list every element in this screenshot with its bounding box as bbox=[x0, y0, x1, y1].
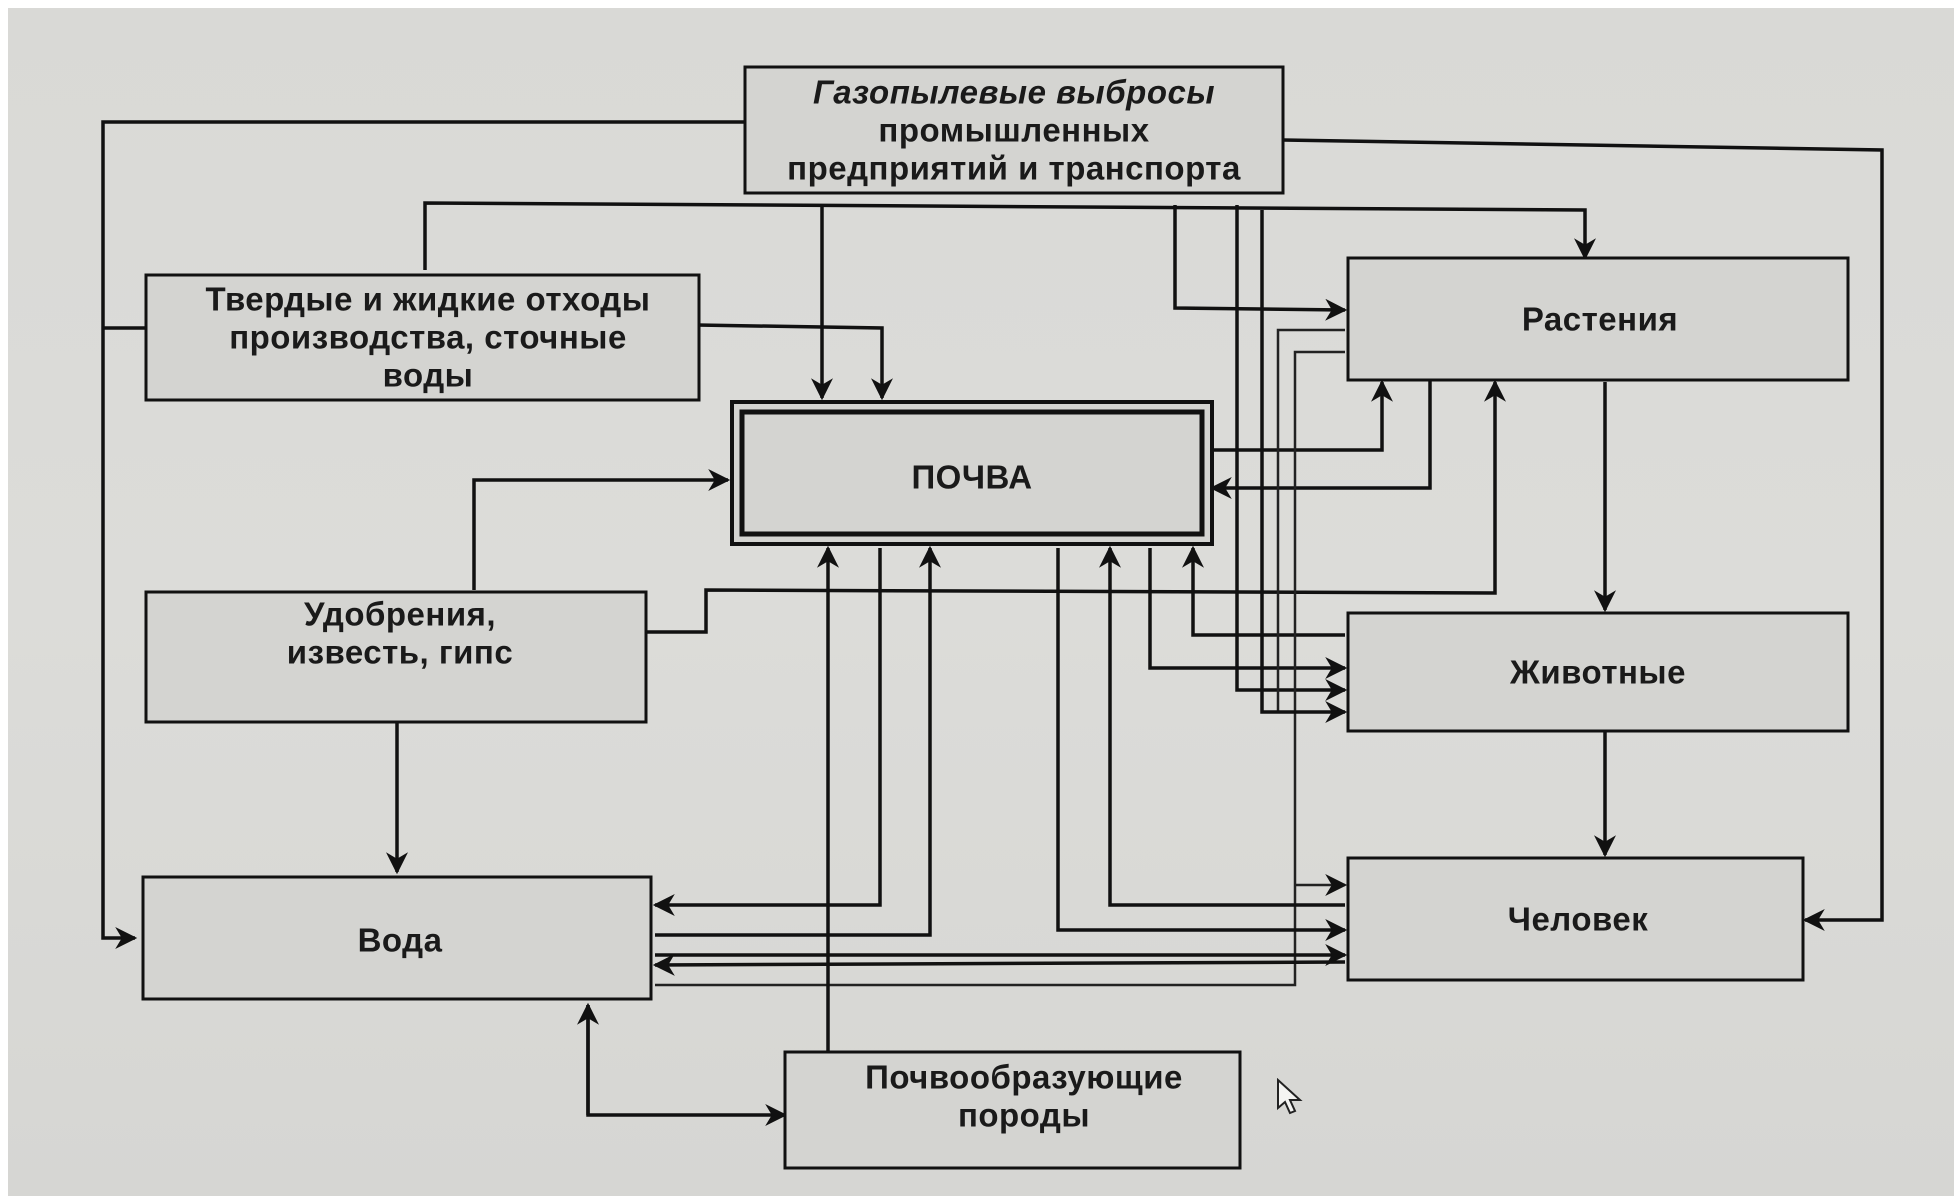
conn-waste-plants bbox=[423, 201, 1596, 270]
conn-emissions-animals bbox=[1235, 205, 1348, 701]
conn-emissions-water bbox=[101, 120, 745, 949]
mouse-pointer-icon bbox=[1277, 1078, 1303, 1115]
conn-fertilizers-soil bbox=[472, 469, 731, 590]
node-waste-line-3: воды bbox=[383, 357, 474, 394]
conn-waste-soil bbox=[696, 323, 893, 401]
node-water: Вода bbox=[141, 875, 653, 1001]
node-plants-label: Растения bbox=[1522, 301, 1678, 338]
conn-soil-plants bbox=[1208, 379, 1393, 452]
node-waste-line-2: производства, сточные bbox=[229, 319, 627, 356]
conn-plants-water-bottom bbox=[655, 350, 1345, 987]
node-emissions-line-3: предприятий и транспорта bbox=[787, 150, 1241, 187]
conn-soil-water bbox=[652, 548, 882, 916]
conn-soil-animals bbox=[1148, 548, 1348, 679]
node-human-label: Человек bbox=[1508, 901, 1648, 938]
connectors-group bbox=[101, 120, 1884, 1126]
node-animals-label: Животные bbox=[1509, 654, 1686, 691]
node-rocks-line-2: породы bbox=[958, 1097, 1090, 1134]
node-emissions-line-1: Газопылевые выбросы bbox=[813, 74, 1215, 111]
node-water-label: Вода bbox=[358, 922, 443, 959]
node-plants: Растения bbox=[1346, 256, 1850, 382]
node-emissions-line-2: промышленных bbox=[878, 112, 1149, 149]
conn-plants-soil bbox=[1209, 380, 1432, 499]
node-human: Человек bbox=[1346, 856, 1805, 982]
conn-human-water bbox=[652, 953, 1346, 976]
conn-water-rocks bbox=[586, 1005, 788, 1126]
node-soil: ПОЧВА bbox=[730, 400, 1214, 546]
conn-soil-human bbox=[1056, 548, 1348, 941]
conn-emissions-human bbox=[1282, 138, 1884, 931]
conn-animals-extra bbox=[1260, 210, 1345, 714]
node-rocks-line-1: Почвообразующие bbox=[865, 1059, 1183, 1096]
conn-vertical-plants-human bbox=[1276, 328, 1348, 723]
node-fertilizers-line-1: Удобрения, bbox=[304, 596, 496, 633]
node-soil-label: ПОЧВА bbox=[911, 459, 1032, 496]
node-emissions: Газопылевые выбросы промышленных предпри… bbox=[743, 65, 1285, 195]
conn-human-soil bbox=[1099, 545, 1345, 907]
node-waste-line-1: Твердые и жидкие отходы bbox=[206, 281, 651, 318]
node-rocks: Почвообразующие породы bbox=[783, 1050, 1242, 1170]
node-fertilizers-line-2: известь, гипс bbox=[287, 634, 513, 671]
conn-emissions-plants bbox=[1173, 205, 1348, 321]
conn-fertilizers-plants bbox=[646, 379, 1506, 634]
conn-water-soil bbox=[655, 545, 941, 937]
node-waste: Твердые и жидкие отходы производства, ст… bbox=[144, 273, 701, 402]
node-fertilizers: Удобрения, известь, гипс bbox=[144, 590, 648, 724]
node-animals: Животные bbox=[1346, 611, 1850, 733]
